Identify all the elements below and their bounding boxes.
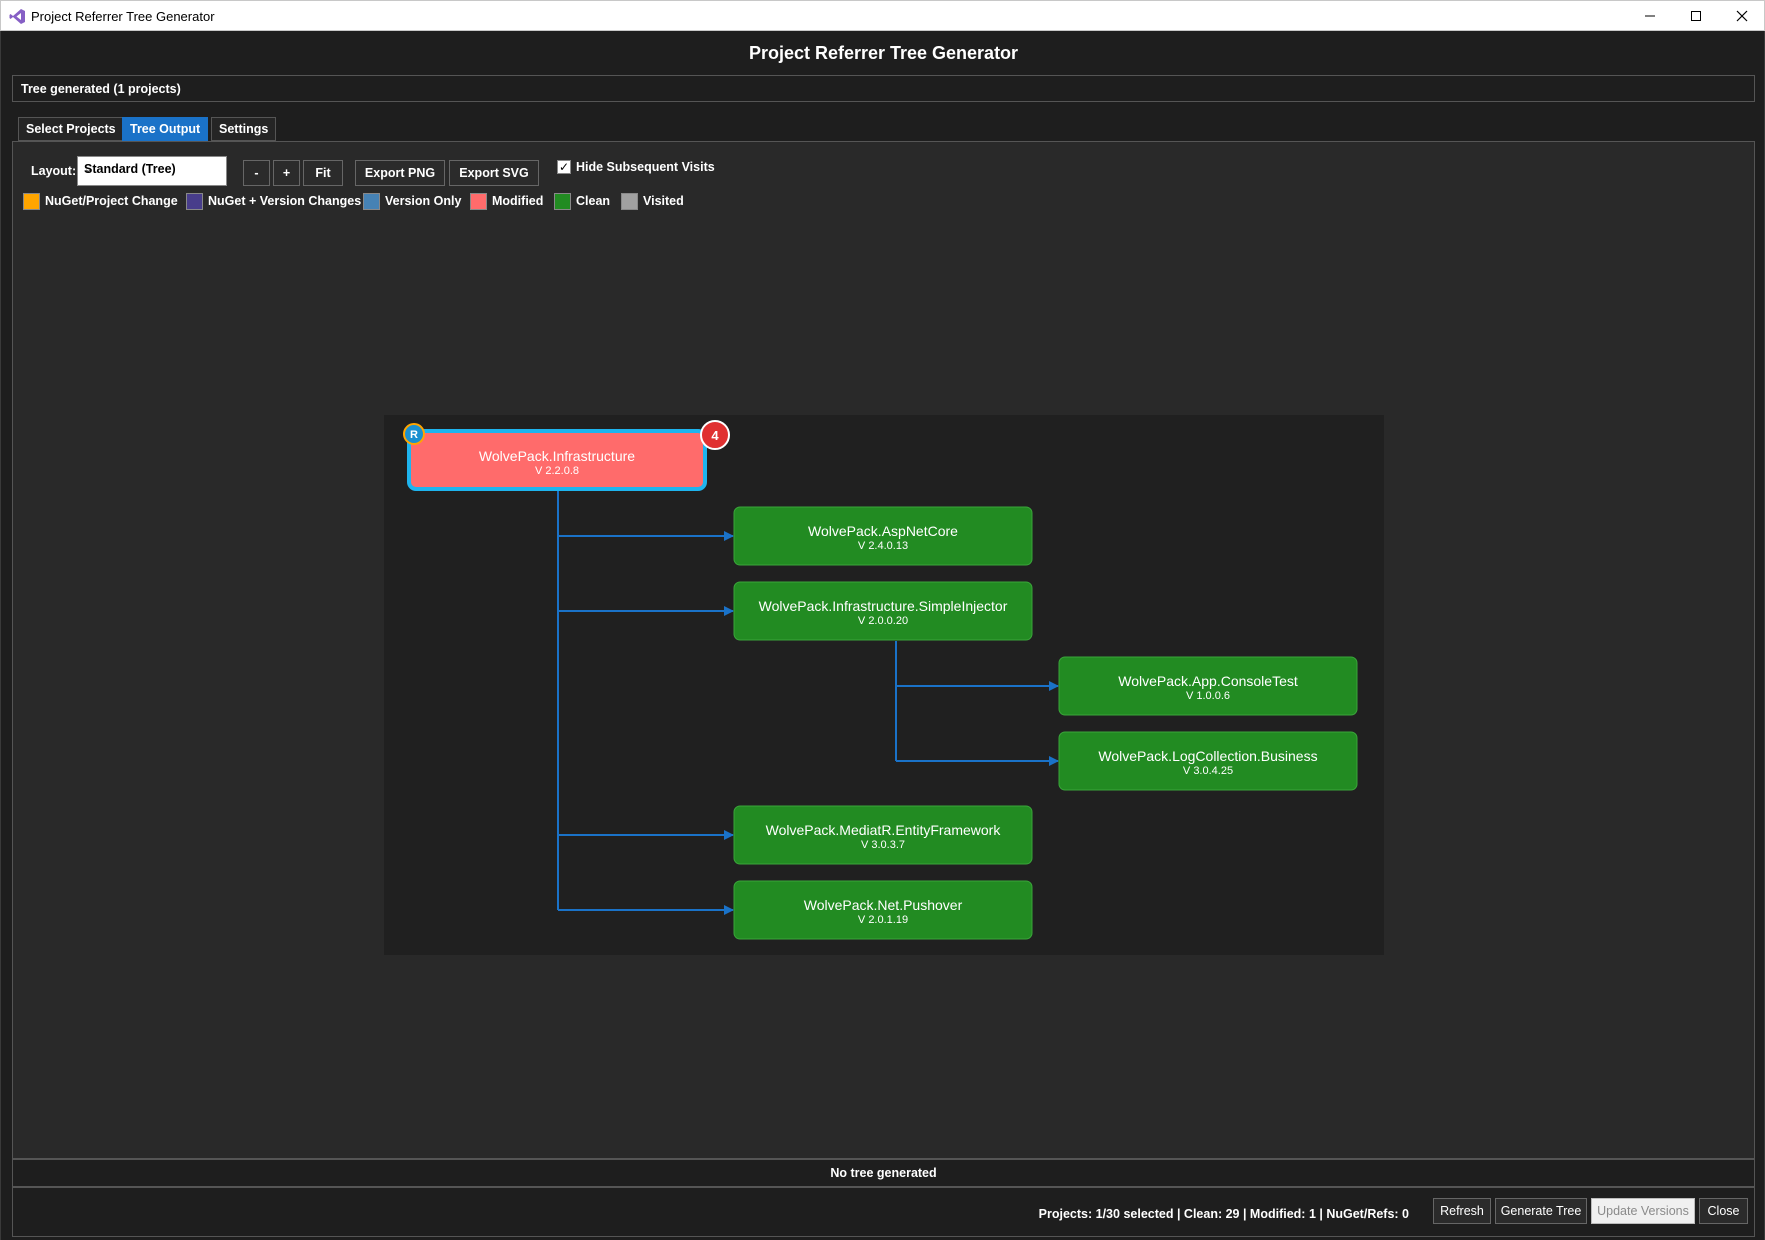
node-name: WolvePack.LogCollection.Business [1098,748,1317,764]
legend-swatch [363,192,380,210]
node-name: WolvePack.App.ConsoleTest [1118,673,1298,689]
refresh-button[interactable]: Refresh [1433,1198,1491,1224]
node-version: V 3.0.4.25 [1183,765,1233,777]
top-status-bar: Tree generated (1 projects) [12,75,1755,102]
root-badge: R [410,429,418,441]
legend-item-modified: Modified [470,192,543,210]
tab-tree-output[interactable]: Tree Output [122,117,209,141]
tab-select-projects[interactable]: Select Projects [18,117,124,141]
footer-bar: Projects: 1/30 selected | Clean: 29 | Mo… [12,1187,1755,1237]
node-name: WolvePack.AspNetCore [808,523,958,539]
legend-label: Visited [643,194,684,208]
generate-tree-button[interactable]: Generate Tree [1495,1198,1587,1224]
layout-select-value: Standard (Tree) [84,162,176,176]
window-titlebar: Project Referrer Tree Generator [0,0,1765,31]
bottom-status-bar: No tree generated [12,1159,1755,1187]
node-version: V 2.2.0.8 [535,465,579,477]
tree-node-root[interactable]: WolvePack.Infrastructure V 2.2.0.8 R 4 [403,420,730,491]
legend-item-visited: Visited [621,192,684,210]
node-version: V 2.0.1.19 [858,914,908,926]
close-icon [1736,10,1748,22]
project-summary: Projects: 1/30 selected | Clean: 29 | Mo… [1038,1207,1409,1221]
minimize-icon [1645,15,1655,17]
minimize-button[interactable] [1627,1,1673,31]
legend-label: Clean [576,194,611,208]
main-window: Project Referrer Tree Generator Tree gen… [0,31,1765,1240]
hide-visits-label: Hide Subsequent Visits [576,160,715,174]
node-version: V 2.0.0.20 [858,615,908,627]
tab-settings[interactable]: Settings [211,117,277,141]
tree-node[interactable]: WolvePack.LogCollection.Business V 3.0.4… [1058,731,1358,791]
zoom-in-button[interactable]: + [273,160,300,186]
export-png-button[interactable]: Export PNG [355,160,445,186]
tree-node[interactable]: WolvePack.MediatR.EntityFramework V 3.0.… [733,805,1033,865]
tree-output-panel: Layout: Standard (Tree) ⌄ - + Fit Export… [12,141,1755,1159]
tree-node[interactable]: WolvePack.AspNetCore V 2.4.0.13 [733,506,1033,566]
node-version: V 3.0.3.7 [861,839,905,851]
legend-label: NuGet/Project Change [45,194,178,208]
page-title: Project Referrer Tree Generator [748,43,1019,63]
legend-swatch [554,192,571,210]
node-name: WolvePack.Infrastructure.SimpleInjector [759,598,1008,614]
zoom-out-button[interactable]: - [243,160,270,186]
legend-item-version-only: Version Only [363,192,461,210]
tree-node[interactable]: WolvePack.App.ConsoleTest V 1.0.0.6 [1058,656,1358,716]
hide-visits-checkbox[interactable]: ✓ [557,160,571,174]
update-versions-button[interactable]: Update Versions [1591,1198,1695,1224]
legend-label: Version Only [385,194,462,208]
tree-node[interactable]: WolvePack.Net.Pushover V 2.0.1.19 [733,880,1033,940]
bottom-status-text: No tree generated [830,1166,937,1180]
close-button[interactable]: Close [1699,1198,1748,1224]
layout-select[interactable]: Standard (Tree) ⌄ [77,156,227,186]
node-name: WolvePack.MediatR.EntityFramework [766,822,1002,838]
window-title: Project Referrer Tree Generator [31,9,215,24]
legend-swatch [621,192,638,210]
legend-label: Modified [492,194,544,208]
top-status-text: Tree generated (1 projects) [21,82,181,96]
legend-item-nuget-project-change: NuGet/Project Change [23,192,178,210]
legend-label: NuGet + Version Changes [208,194,362,208]
child-count-badge: 4 [711,428,719,443]
legend-item-clean: Clean [554,192,610,210]
node-name: WolvePack.Infrastructure [479,448,635,464]
close-window-button[interactable] [1719,1,1765,31]
layout-label: Layout: [31,164,77,178]
legend-swatch [23,192,40,210]
legend-swatch [470,192,487,210]
legend-swatch [186,192,203,210]
tree-node[interactable]: WolvePack.Infrastructure.SimpleInjector … [733,581,1033,641]
export-svg-button[interactable]: Export SVG [449,160,539,186]
maximize-icon [1691,11,1701,21]
node-name: WolvePack.Net.Pushover [804,897,963,913]
tree-edges [557,489,1059,915]
fit-button[interactable]: Fit [303,160,343,186]
node-version: V 2.4.0.13 [858,540,908,552]
chevron-down-icon: ⌄ [84,164,93,175]
tree-canvas[interactable]: WolvePack.Infrastructure V 2.2.0.8 R 4 W… [384,415,1384,955]
maximize-button[interactable] [1673,1,1719,31]
node-version: V 1.0.0.6 [1186,690,1230,702]
legend-item-nuget-version-changes: NuGet + Version Changes [186,192,361,210]
tree-diagram: WolvePack.Infrastructure V 2.2.0.8 R 4 W… [403,420,1358,940]
visual-studio-icon [9,9,25,24]
